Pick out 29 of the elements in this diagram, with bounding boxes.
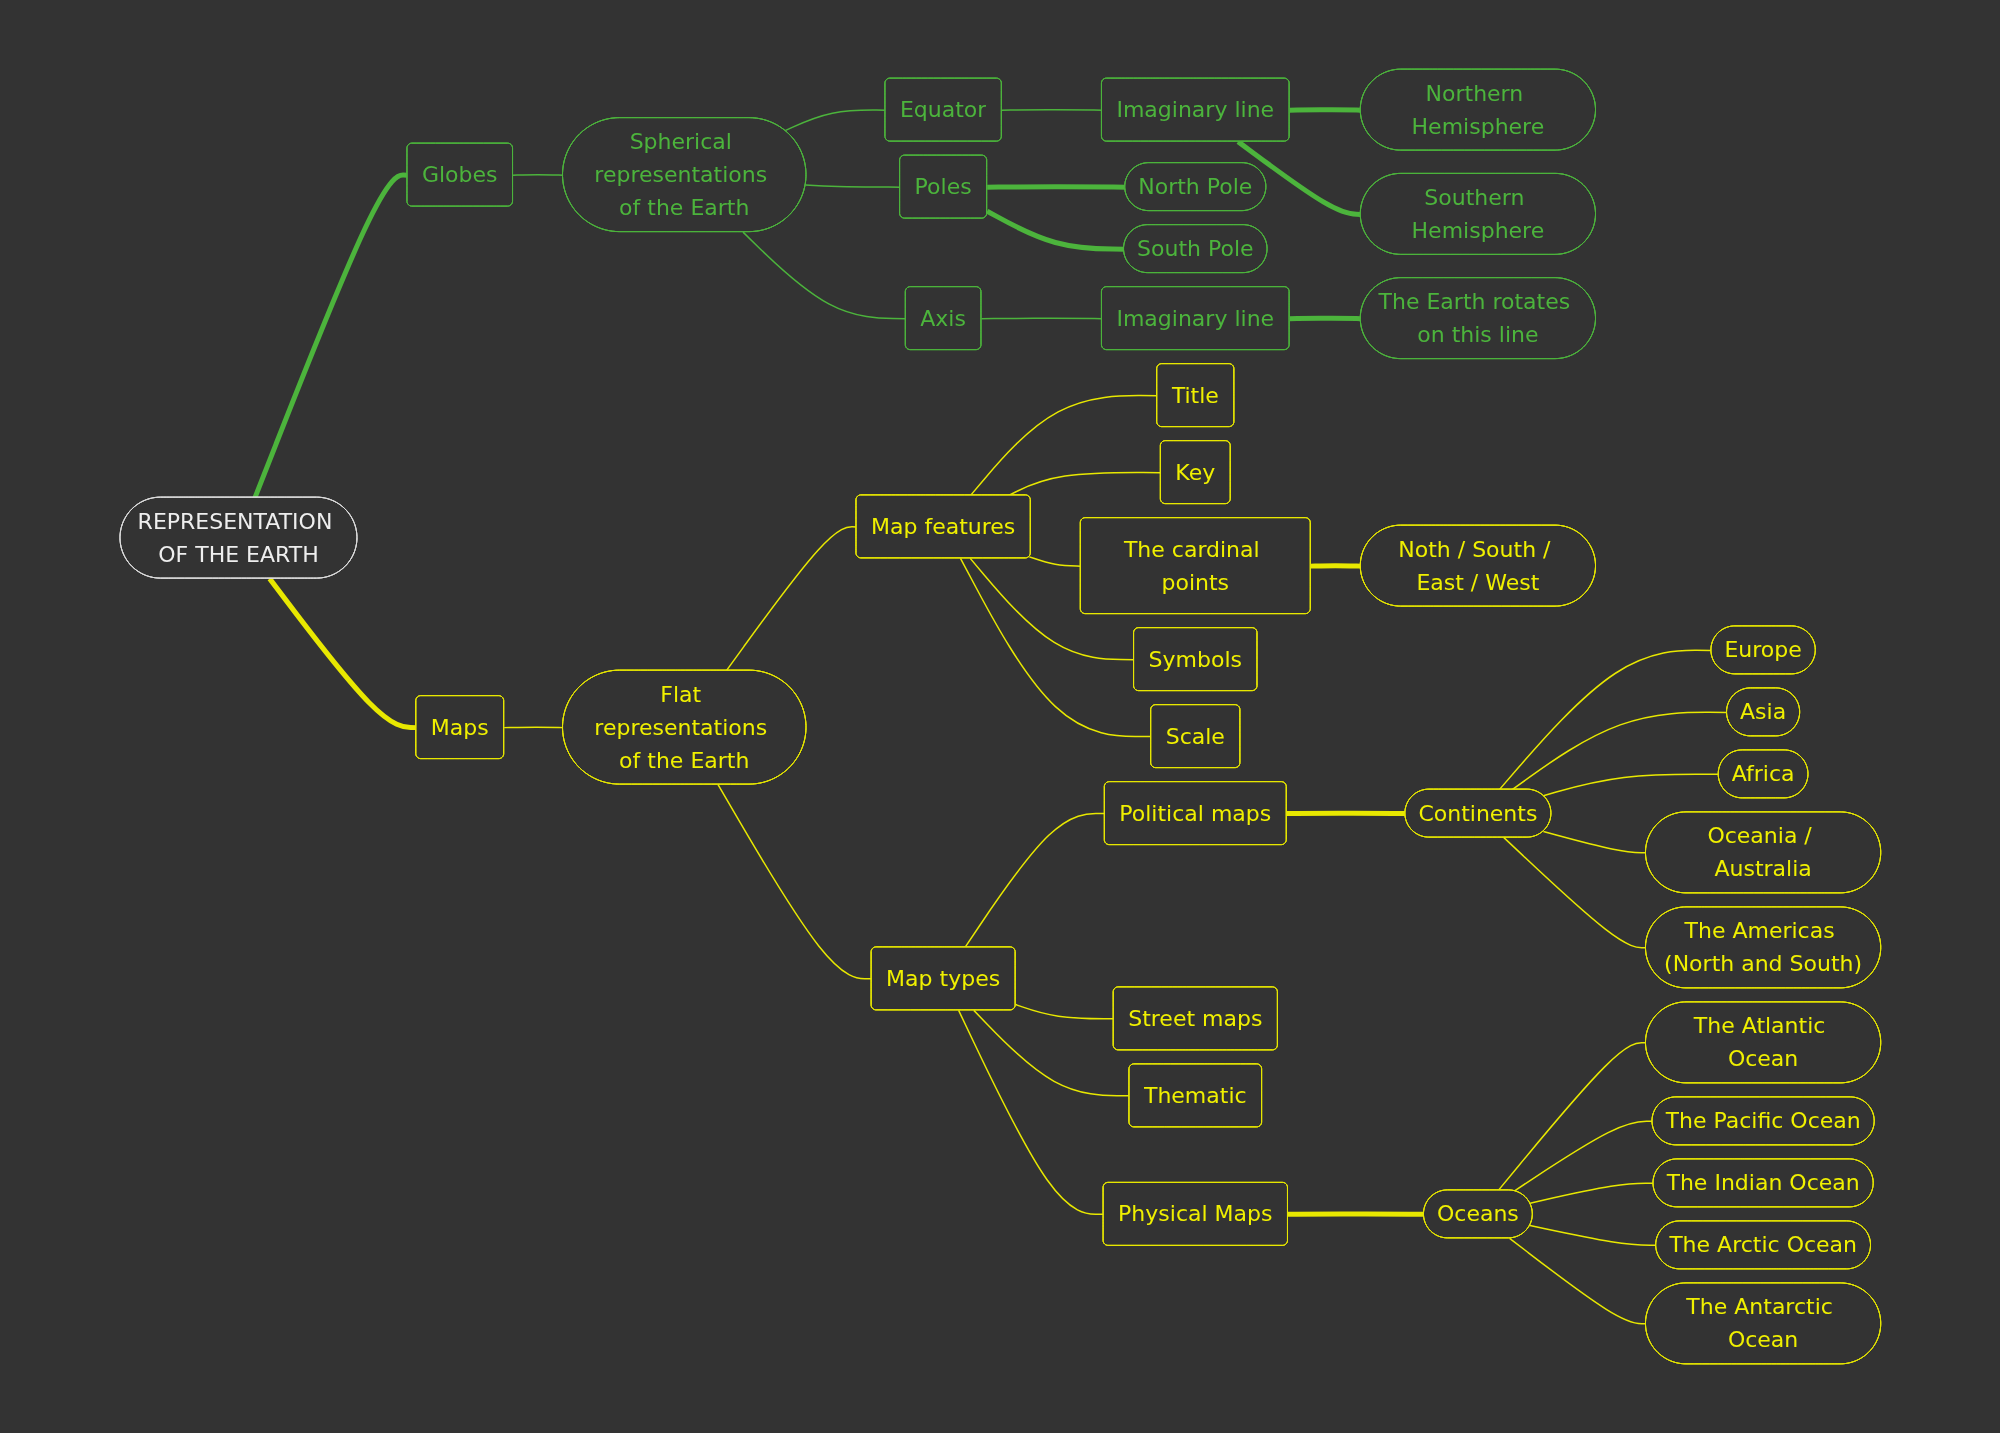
connector bbox=[1000, 109, 1103, 111]
connector bbox=[1542, 830, 1647, 854]
connector bbox=[959, 557, 1152, 738]
connector bbox=[1502, 836, 1647, 949]
connector bbox=[1513, 1120, 1653, 1192]
connector bbox=[1289, 107, 1361, 113]
connector bbox=[957, 1009, 1104, 1216]
connector bbox=[1528, 1182, 1654, 1204]
connector bbox=[725, 526, 857, 672]
connector bbox=[1286, 810, 1406, 817]
connector bbox=[1511, 711, 1728, 791]
connector bbox=[503, 726, 564, 729]
connector bbox=[1498, 649, 1712, 791]
connector bbox=[1289, 315, 1361, 322]
connector bbox=[804, 184, 901, 188]
connector bbox=[1287, 1211, 1424, 1217]
connector bbox=[972, 1009, 1130, 1097]
connector bbox=[985, 209, 1124, 252]
connector bbox=[980, 317, 1103, 320]
connector bbox=[252, 172, 408, 499]
connector bbox=[969, 557, 1135, 661]
connector bbox=[1310, 563, 1361, 569]
connector bbox=[1508, 1237, 1647, 1325]
connector bbox=[784, 109, 886, 132]
connector bbox=[986, 184, 1125, 190]
connector bbox=[1528, 1224, 1657, 1247]
connector bbox=[267, 577, 416, 731]
connector bbox=[511, 174, 564, 176]
connector bbox=[716, 783, 872, 980]
